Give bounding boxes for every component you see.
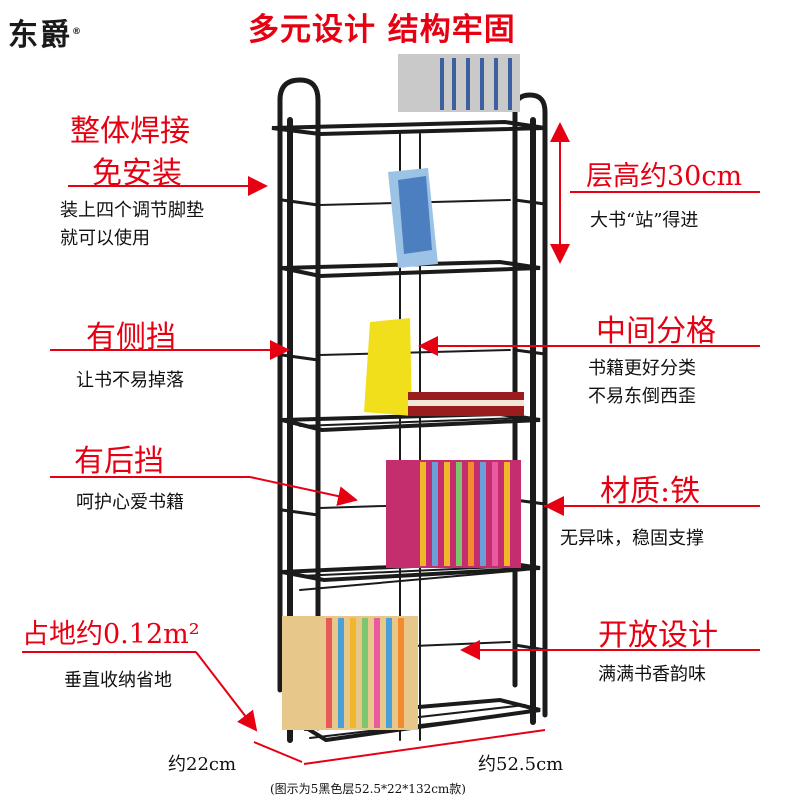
dimension-width: 约52.5cm xyxy=(478,754,564,775)
brand-logo: 东爵® xyxy=(8,18,83,53)
dimension-lines xyxy=(253,729,546,765)
feature-welding-desc1: 装上四个调节脚垫 xyxy=(60,200,204,221)
headline: 多元设计 结构牢固 xyxy=(248,12,516,48)
feature-back-guard-desc: 呵护心爱书籍 xyxy=(76,492,184,513)
feature-divider-desc1: 书籍更好分类 xyxy=(588,358,696,379)
feature-footprint-desc: 垂直收纳省地 xyxy=(64,670,172,691)
dimension-depth: 约22cm xyxy=(168,754,237,775)
books-bottom xyxy=(282,616,418,730)
feature-material-desc: 无异味，稳固支撑 xyxy=(560,528,704,549)
feature-divider-title: 中间分格 xyxy=(596,314,716,349)
feature-open-desc: 满满书香韵味 xyxy=(598,664,706,685)
feature-divider-desc2: 不易东倒西歪 xyxy=(588,386,696,407)
feature-welding-title1: 整体焊接 xyxy=(70,114,190,149)
books-middle xyxy=(386,460,521,568)
book-blue xyxy=(388,168,438,268)
feature-layer-height-desc: 大书“站”得进 xyxy=(590,210,699,231)
books-top xyxy=(398,54,520,112)
feature-side-guard-title: 有侧挡 xyxy=(86,320,176,355)
feature-footprint-title: 占地约0.12m² xyxy=(22,619,200,650)
feature-welding-title2: 免安装 xyxy=(92,156,182,191)
book-yellow xyxy=(364,318,524,416)
callout-lines xyxy=(22,176,760,732)
feature-back-guard-title: 有后挡 xyxy=(74,444,164,479)
caption: (图示为5黑色层52.5*22*132cm款) xyxy=(270,782,466,796)
feature-layer-height-title: 层高约30cm xyxy=(586,161,743,192)
feature-side-guard-desc: 让书不易掉落 xyxy=(76,370,184,391)
feature-open-title: 开放设计 xyxy=(598,618,718,653)
feature-welding-desc2: 就可以使用 xyxy=(60,228,150,249)
feature-material-title: 材质:铁 xyxy=(600,474,701,509)
